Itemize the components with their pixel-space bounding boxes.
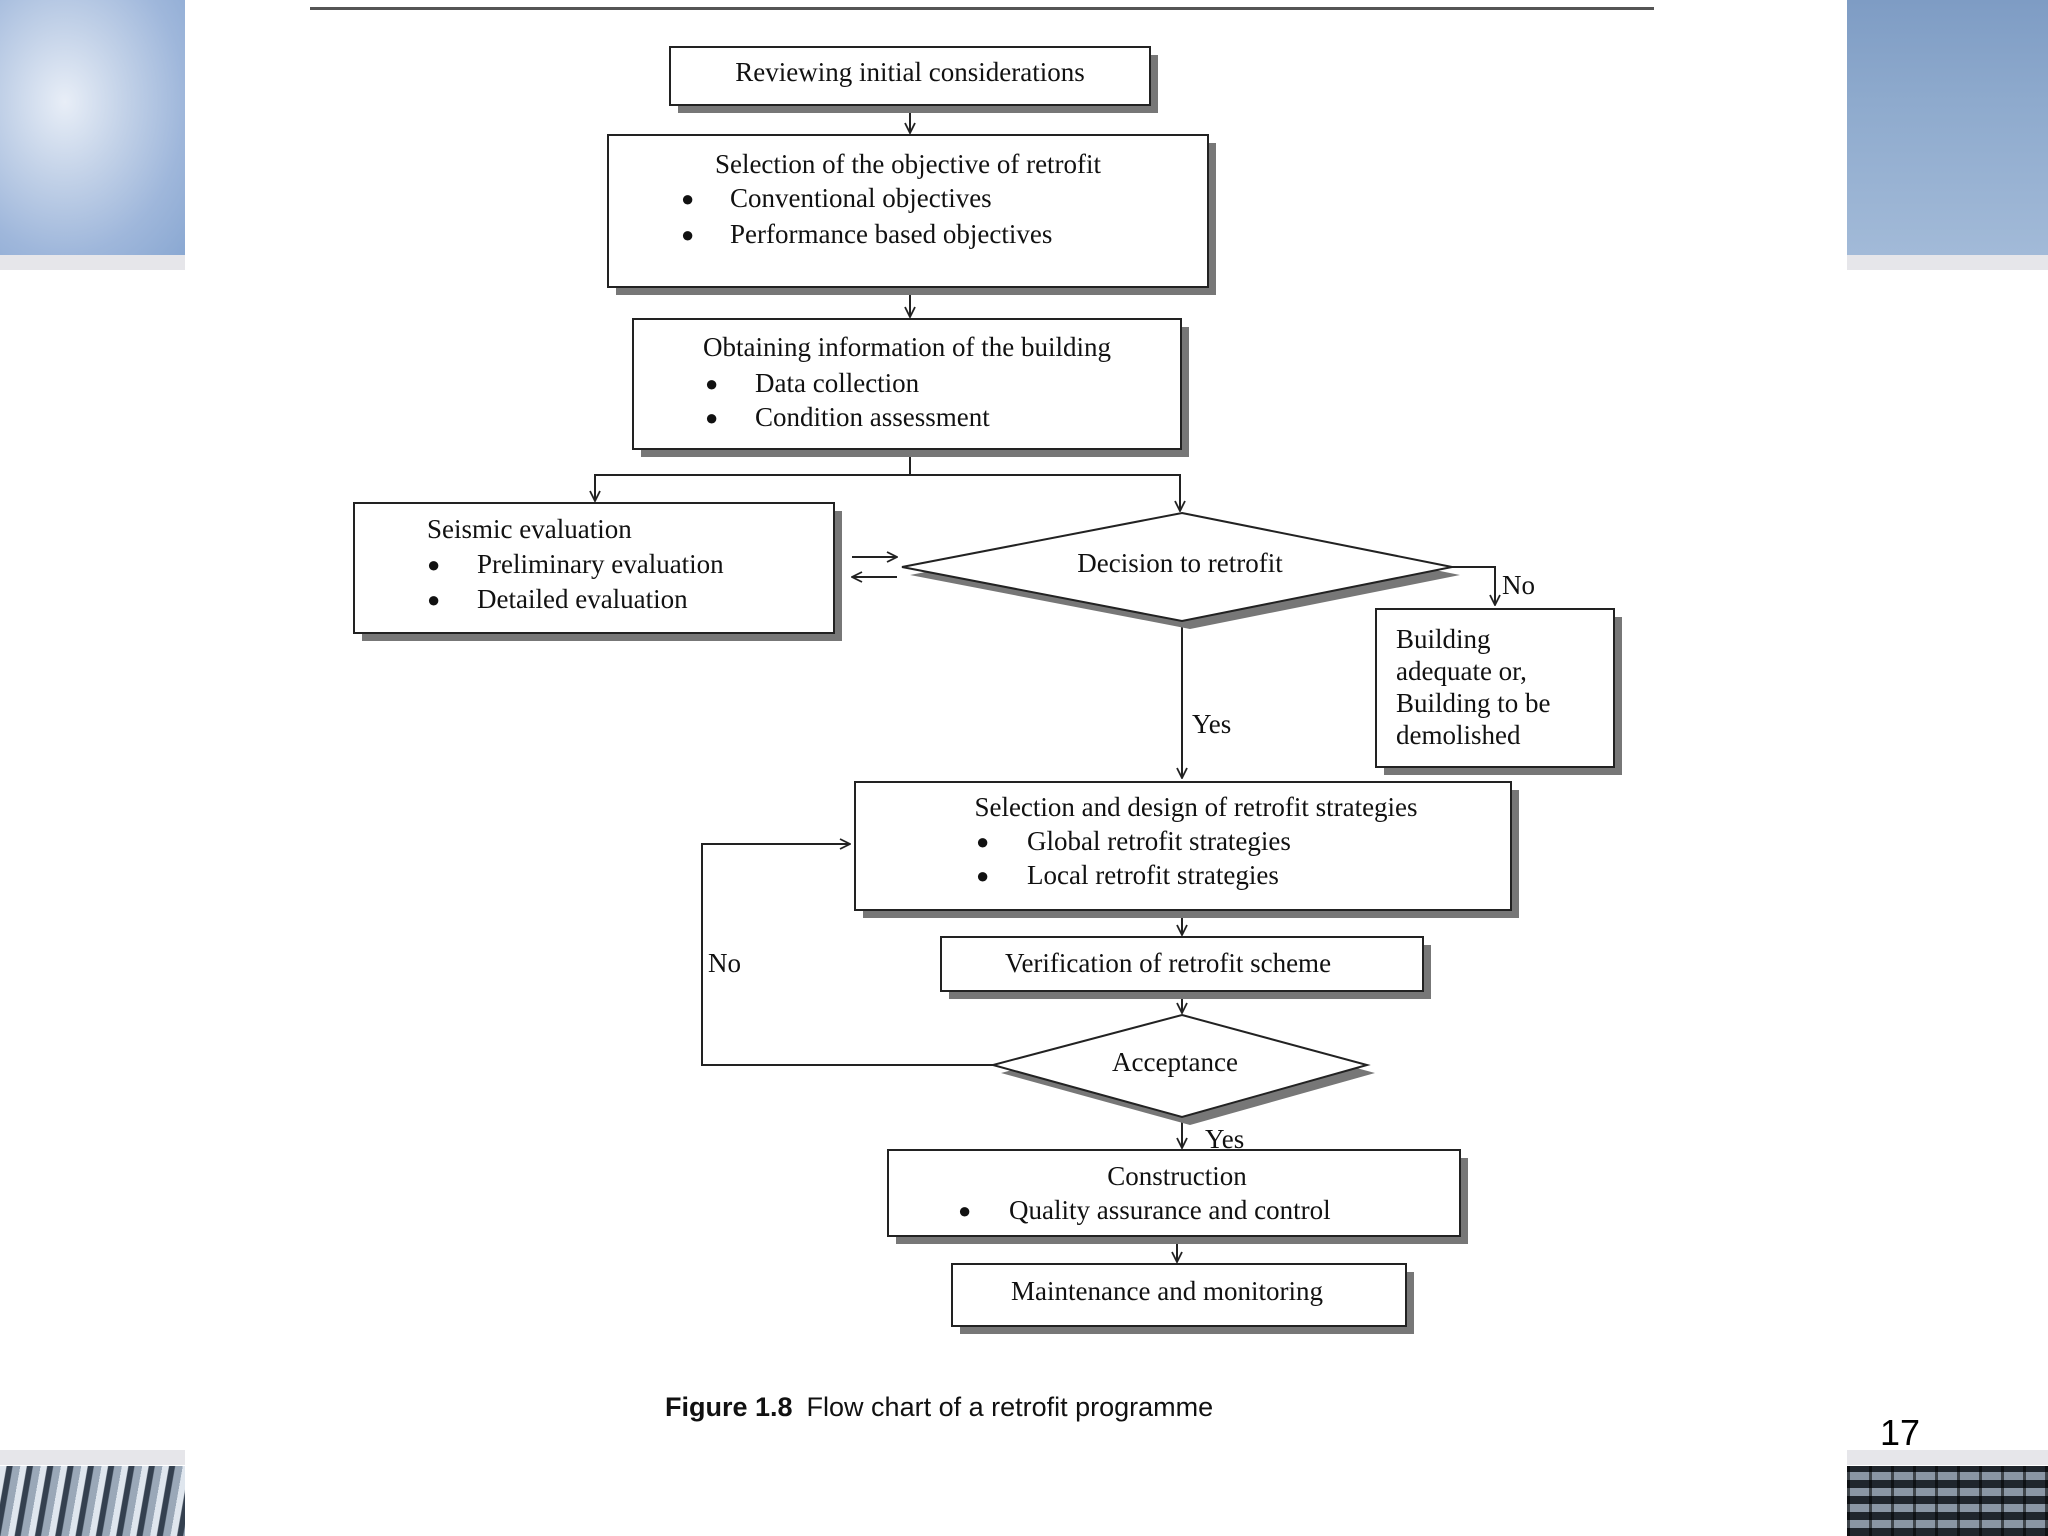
bullet-marker: ● [705,405,718,430]
node-strategies-bullet: Local retrofit strategies [1027,860,1279,890]
bullet-marker: ● [427,587,440,612]
bullet-marker: ● [427,552,440,577]
bullet-marker: ● [976,829,989,854]
node-decision: Decision to retrofit [901,511,1460,629]
edge-info-to-seismic [595,474,910,501]
node-strategies-title: Selection and design of retrofit strateg… [974,792,1417,822]
node-strategies: Selection and design of retrofit strateg… [854,781,1519,918]
node-review-title: Reviewing initial considerations [735,57,1084,87]
figure-caption: Figure 1.8 Flow chart of a retrofit progr… [665,1392,1213,1423]
node-seismic-bullet: Detailed evaluation [477,584,688,614]
top-rule [310,7,1654,10]
node-objective-bullet: Conventional objectives [730,183,992,213]
node-review: Reviewing initial considerations [669,46,1158,113]
node-adequate-line: Building [1396,624,1491,654]
corner-photo-building-bottom-right [1847,1450,2048,1536]
bullet-marker: ● [976,863,989,888]
edge-decision-no [1452,566,1495,605]
corner-photo-building-bottom-left [0,1450,185,1536]
node-construction: Construction ● Quality assurance and con… [887,1149,1468,1244]
node-verification: Verification of retrofit scheme [940,936,1431,999]
edge-label-decision-no: No [1502,570,1535,600]
node-strategies-bullet: Global retrofit strategies [1027,826,1291,856]
corner-photo-sky-top-left [0,0,185,270]
node-adequate-line: adequate or, [1396,656,1527,686]
node-info-bullet: Condition assessment [755,402,990,432]
node-acceptance-title: Acceptance [1112,1047,1238,1077]
edge-acceptance-no [701,844,993,1066]
edge-label-decision-yes: Yes [1192,709,1231,739]
figure-caption-text: Flow chart of a retrofit programme [806,1392,1214,1422]
node-seismic-bullet: Preliminary evaluation [477,549,724,579]
node-maintenance-title: Maintenance and monitoring [1011,1276,1323,1306]
node-objective: Selection of the objective of retrofit ●… [607,134,1216,295]
corner-photo-sky-top-right [1847,0,2048,270]
node-seismic-title: Seismic evaluation [427,514,632,544]
node-construction-bullet: Quality assurance and control [1009,1195,1331,1225]
bullet-marker: ● [681,222,694,247]
node-seismic: Seismic evaluation ● Preliminary evaluat… [353,502,842,641]
edge-label-acceptance-no: No [708,948,741,978]
bullet-marker: ● [958,1198,971,1223]
edge-info-to-decision [910,474,1180,511]
figure-number: Figure 1.8 [665,1392,793,1422]
node-objective-title: Selection of the objective of retrofit [715,149,1102,179]
node-info: Obtaining information of the building ● … [632,318,1189,457]
page-number: 17 [1880,1412,1921,1453]
node-adequate-line: demolished [1396,720,1521,750]
node-objective-bullet: Performance based objectives [730,219,1052,249]
bullet-marker: ● [681,186,694,211]
node-maintenance: Maintenance and monitoring [951,1263,1414,1334]
node-adequate: Building adequate or, Building to be dem… [1375,608,1622,775]
bullet-marker: ● [705,371,718,396]
node-info-title: Obtaining information of the building [703,332,1111,362]
node-construction-title: Construction [1107,1161,1247,1191]
node-adequate-line: Building to be [1396,688,1551,718]
node-decision-title: Decision to retrofit [1077,548,1283,578]
node-acceptance: Acceptance [989,1013,1375,1125]
node-verification-title: Verification of retrofit scheme [1005,948,1331,978]
node-info-bullet: Data collection [755,368,920,398]
